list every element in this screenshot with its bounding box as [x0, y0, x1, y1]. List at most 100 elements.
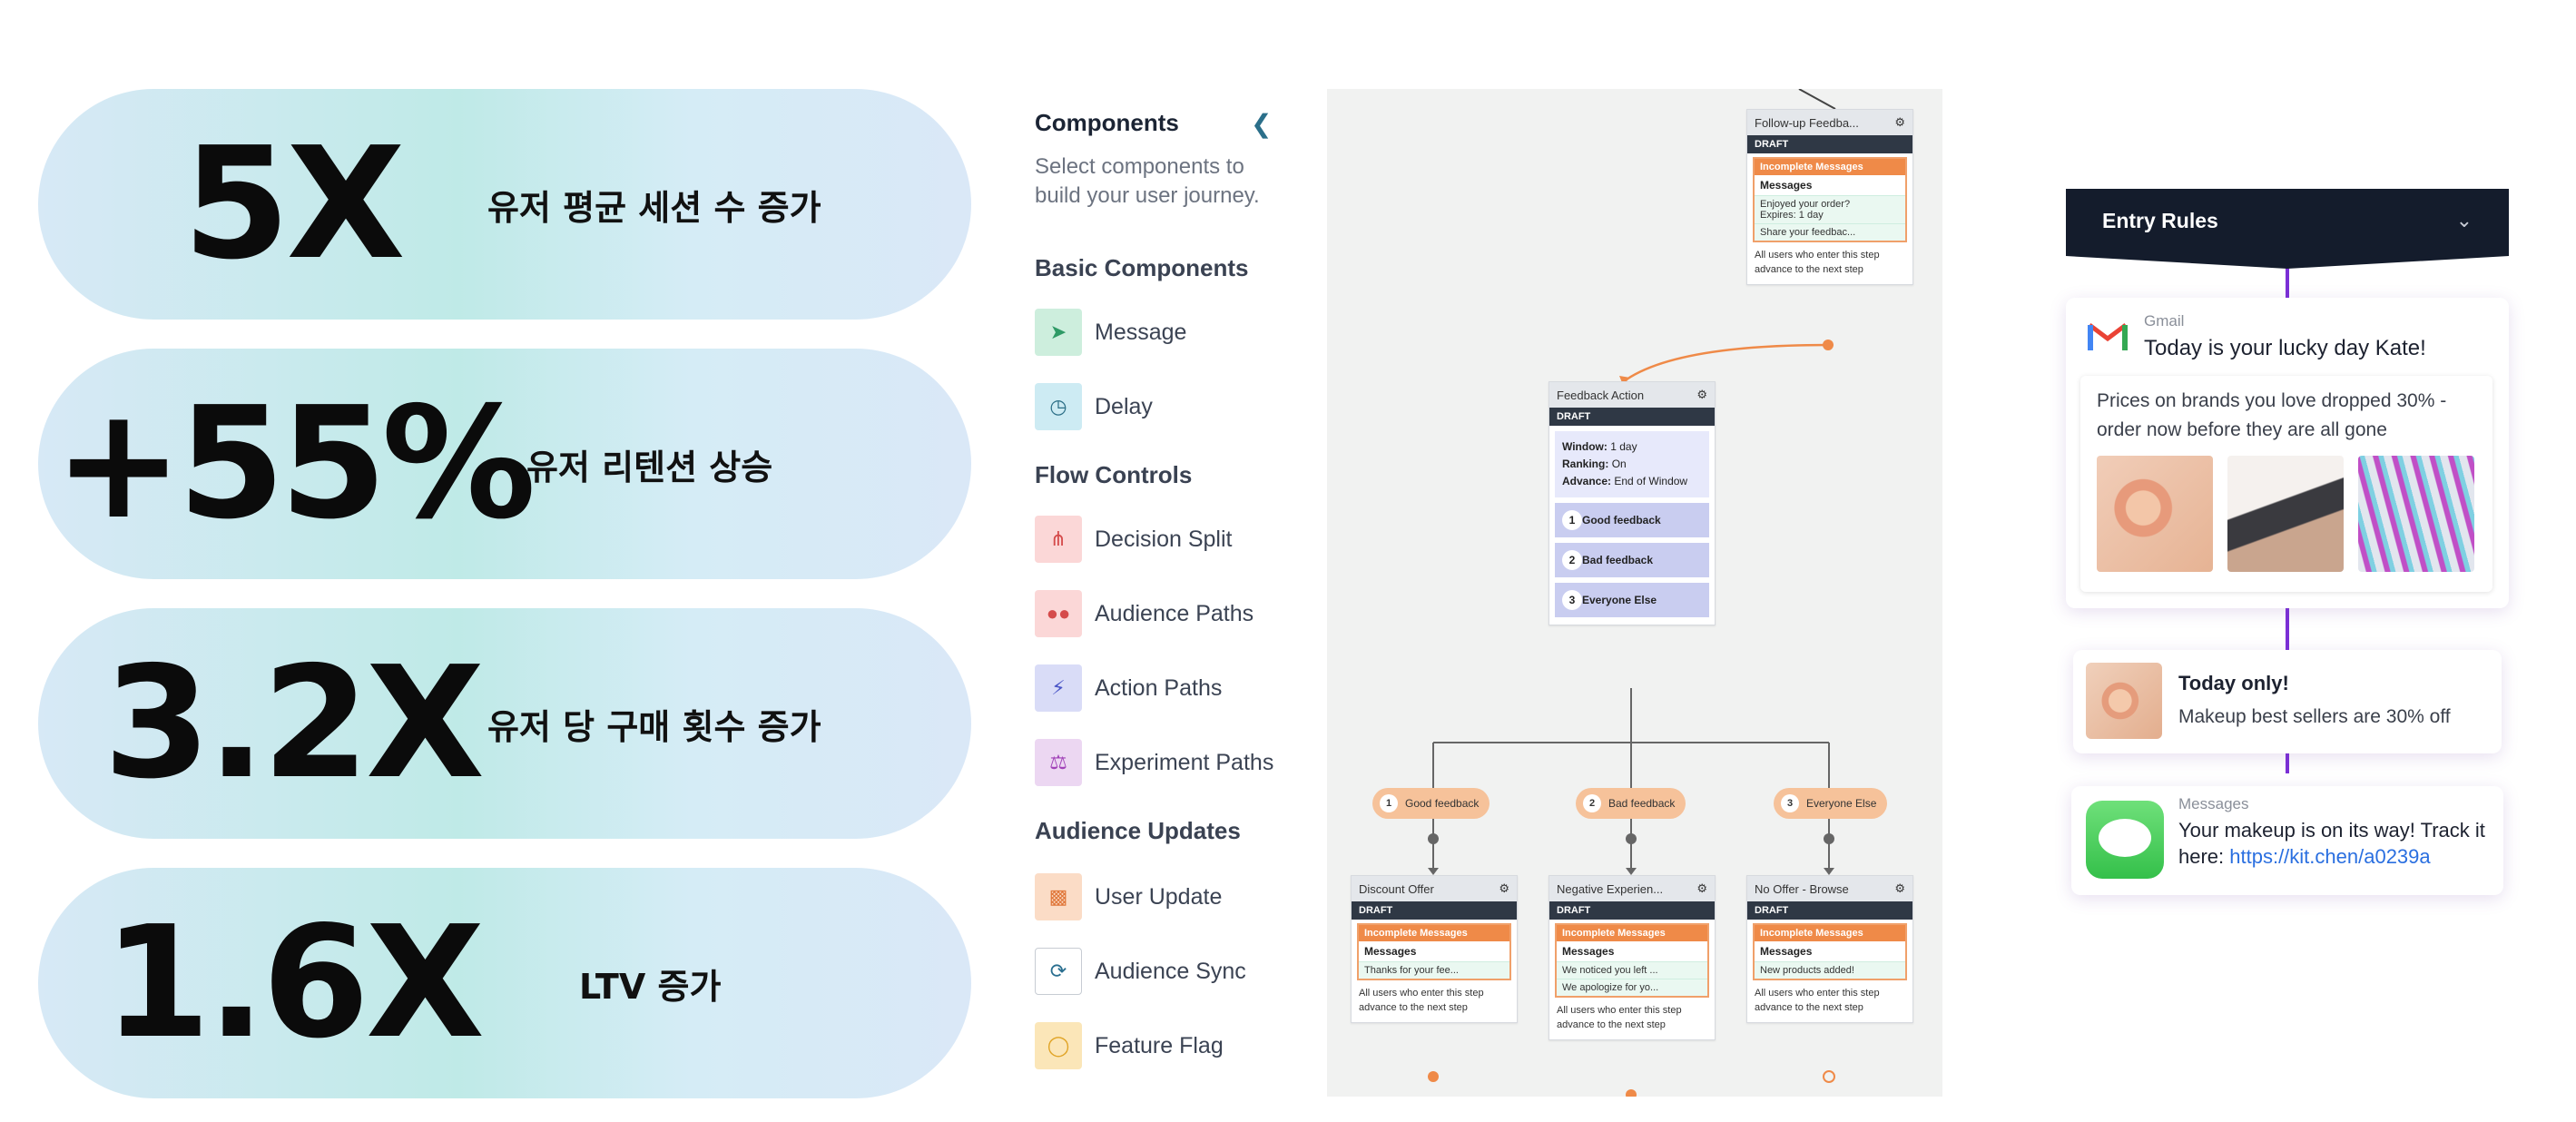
component-action-paths[interactable]: ⚡ Action Paths — [1035, 663, 1222, 714]
section-audience-updates: Audience Updates — [1035, 817, 1241, 844]
node-follow-up-feedback[interactable]: Follow-up Feedba... ⚙ DRAFT Incomplete Me… — [1746, 109, 1913, 285]
node-discount-offer[interactable]: Discount Offer ⚙ DRAFT Incomplete Message… — [1351, 875, 1518, 1023]
message-row[interactable]: Enjoyed your order?Expires: 1 day — [1755, 195, 1905, 223]
message-row[interactable]: New products added! — [1755, 961, 1905, 979]
node-title: Follow-up Feedba... — [1755, 115, 1859, 130]
component-label: Experiment Paths — [1095, 749, 1274, 775]
stat-card-sessions: 5X 유저 평균 세션 수 증가 — [38, 89, 971, 320]
gmail-app-name: Gmail — [2144, 312, 2185, 330]
sms-app-name: Messages — [2178, 795, 2249, 812]
draft-badge: DRAFT — [1549, 901, 1715, 920]
stat-value: 1.6X — [103, 893, 485, 1073]
push-notification[interactable]: Today only! Makeup best sellers are 30% … — [2073, 650, 2502, 753]
sms-link[interactable]: https://kit.chen/a0239a — [2229, 845, 2431, 868]
draft-badge: DRAFT — [1747, 901, 1912, 920]
flask-icon: ⚖ — [1035, 739, 1082, 786]
stat-card-retention: +55% 유저 리텐션 상승 — [38, 349, 971, 579]
stat-label: LTV 증가 — [579, 966, 722, 1007]
gear-icon[interactable]: ⚙ — [1499, 881, 1509, 895]
advance-note: All users who enter this step advance to… — [1755, 988, 1880, 1013]
component-delay[interactable]: ◷ Delay — [1035, 381, 1153, 432]
bolt-icon: ⚡ — [1035, 664, 1082, 712]
components-title: Components — [1035, 109, 1179, 136]
stat-label: 유저 리텐션 상승 — [526, 447, 773, 487]
draft-badge: DRAFT — [1549, 408, 1715, 426]
push-thumbnail-image — [2086, 663, 2162, 739]
sms-body: Your makeup is on its way! Track it here… — [2178, 819, 2485, 868]
gear-icon[interactable]: ⚙ — [1696, 388, 1707, 401]
component-user-update[interactable]: ▩ User Update — [1035, 871, 1222, 922]
sms-notification[interactable]: Messages Your makeup is on its way! Trac… — [2071, 786, 2503, 895]
incomplete-messages-box: Incomplete Messages Messages Thanks for … — [1357, 923, 1511, 980]
advance-note: All users who enter this step advance to… — [1755, 250, 1880, 275]
collapse-chevron-icon[interactable]: ❮ — [1251, 110, 1273, 138]
gear-icon[interactable]: ⚙ — [1696, 881, 1707, 895]
draft-badge: DRAFT — [1747, 135, 1912, 153]
component-audience-sync[interactable]: ⟳ Audience Sync — [1035, 946, 1246, 997]
makeup-palette-image — [2227, 456, 2344, 572]
advance-note: All users who enter this step advance to… — [1359, 988, 1484, 1013]
makeup-product-image — [2097, 456, 2213, 572]
push-title: Today only! — [2178, 672, 2289, 694]
draft-badge: DRAFT — [1352, 901, 1517, 920]
messages-app-icon — [2086, 801, 2164, 879]
entry-rules-title: Entry Rules — [2102, 209, 2218, 232]
stat-card-purchases: 3.2X 유저 당 구매 횟수 증가 — [38, 608, 971, 839]
message-row[interactable]: We apologize for yo... — [1557, 979, 1707, 996]
component-experiment-paths[interactable]: ⚖ Experiment Paths — [1035, 737, 1273, 788]
node-negative-experience[interactable]: Negative Experien... ⚙ DRAFT Incomplete M… — [1549, 875, 1716, 1040]
node-feedback-action[interactable]: Feedback Action⚙ DRAFT Window: 1 day Ran… — [1549, 381, 1716, 625]
component-decision-split[interactable]: ⋔ Decision Split — [1035, 514, 1232, 565]
users-icon: ●● — [1035, 590, 1082, 637]
advance-note: All users who enter this step advance to… — [1557, 1005, 1682, 1030]
gmail-icon — [2088, 321, 2131, 358]
stat-value: 5X — [182, 114, 405, 294]
entry-rules-header[interactable]: Entry Rules ⌄ — [2066, 189, 2509, 256]
stat-value: +55% — [54, 374, 536, 554]
node-title: Discount Offer — [1359, 881, 1434, 896]
gmail-subject: Today is your lucky day Kate! — [2144, 336, 2426, 360]
gear-icon[interactable]: ⚙ — [1894, 115, 1905, 129]
component-feature-flag[interactable]: ◯ Feature Flag — [1035, 1020, 1224, 1071]
gear-icon[interactable]: ⚙ — [1894, 881, 1905, 895]
node-title: Negative Experien... — [1557, 881, 1664, 896]
message-row[interactable]: We noticed you left ... — [1557, 961, 1707, 979]
message-row[interactable]: Share your feedbac... — [1755, 223, 1905, 241]
stat-label: 유저 당 구매 횟수 증가 — [487, 706, 821, 747]
chevron-down-icon[interactable]: ⌄ — [2455, 209, 2473, 231]
push-body: Makeup best sellers are 30% off — [2178, 706, 2451, 727]
gmail-notification[interactable]: Gmail Today is your lucky day Kate! Pric… — [2066, 298, 2509, 608]
components-subtitle: Select components to build your user jou… — [1035, 154, 1260, 208]
incomplete-messages-box: Incomplete Messages Messages Enjoyed you… — [1753, 157, 1907, 242]
section-basic-components: Basic Components — [1035, 254, 1249, 281]
split-icon: ⋔ — [1035, 516, 1082, 563]
node-title: Feedback Action — [1557, 388, 1645, 402]
stat-value: 3.2X — [103, 634, 485, 813]
toggle-icon: ◯ — [1035, 1022, 1082, 1069]
stat-label: 유저 평균 세션 수 증가 — [487, 187, 821, 228]
component-audience-paths[interactable]: ●● Audience Paths — [1035, 588, 1254, 639]
component-label: Feature Flag — [1095, 1032, 1224, 1058]
gmail-body-text: Prices on brands you love dropped 30% - … — [2097, 390, 2447, 440]
incomplete-messages-box: Incomplete Messages Messages We noticed … — [1555, 923, 1709, 998]
node-title: No Offer - Browse — [1755, 881, 1849, 896]
component-message[interactable]: ➤ Message — [1035, 307, 1186, 358]
makeup-brushes-image — [2358, 456, 2474, 572]
message-row[interactable]: Thanks for your fee... — [1359, 961, 1509, 979]
stat-card-ltv: 1.6X LTV 증가 — [38, 868, 971, 1098]
send-icon: ➤ — [1035, 309, 1082, 356]
sync-icon: ⟳ — [1035, 948, 1082, 995]
clock-icon: ◷ — [1035, 383, 1082, 430]
section-flow-controls: Flow Controls — [1035, 461, 1193, 488]
incomplete-header: Incomplete Messages — [1755, 159, 1905, 175]
component-label: Audience Sync — [1095, 958, 1246, 984]
journey-canvas[interactable]: Follow-up Feedba... ⚙ DRAFT Incomplete Me… — [1327, 89, 1942, 1097]
node-no-offer-browse[interactable]: No Offer - Browse⚙ DRAFT Incomplete Mess… — [1746, 875, 1913, 1023]
component-label: Delay — [1095, 393, 1153, 419]
